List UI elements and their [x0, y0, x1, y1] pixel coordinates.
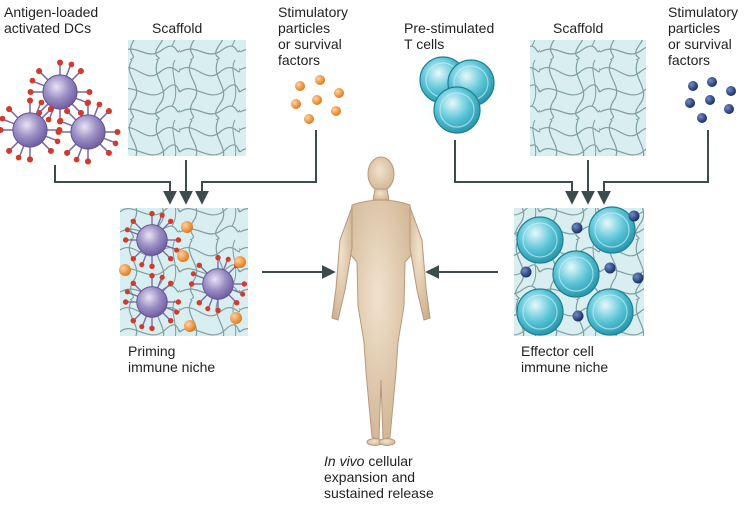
label-in-vivo: In vivo cellular expansion and sustained…: [324, 453, 434, 501]
label-dc: Antigen-loaded activated DCs: [4, 4, 99, 36]
flow-arrows-right: [454, 130, 709, 205]
dendritic-cell-icon: [0, 58, 122, 166]
label-in-vivo-italic: In vivo: [324, 453, 365, 469]
priming-niche-icon: [119, 208, 248, 336]
label-effector-niche: Effector cell immune niche: [521, 343, 609, 375]
label-stim-right: Stimulatory particles or survival factor…: [668, 4, 739, 68]
label-scaffold-left: Scaffold: [152, 20, 203, 36]
label-in-vivo-rest: cellular expansion and sustained release: [324, 453, 434, 501]
particle-cluster-icon: [291, 75, 344, 124]
flow-arrows-left: [54, 130, 317, 205]
human-figure-icon: [331, 156, 431, 446]
scaffold-mesh-icon: [530, 40, 646, 156]
label-stim-left: Stimulatory particles or survival factor…: [278, 4, 349, 68]
effector-niche-icon: [514, 206, 644, 336]
label-priming-niche: Priming immune niche: [128, 343, 216, 375]
label-scaffold-right: Scaffold: [553, 20, 604, 36]
label-tcells: Pre-stimulated T cells: [404, 20, 495, 52]
t-cell-icon: [405, 42, 505, 142]
scaffold-mesh-icon: [128, 40, 246, 156]
particle-cluster-icon: [685, 77, 736, 123]
